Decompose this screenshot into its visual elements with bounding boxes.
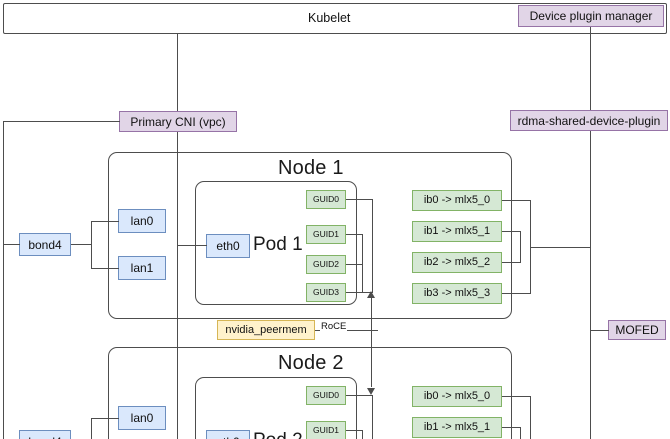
line-ib1-out [502, 231, 521, 233]
line-rdma-plugin-spine [590, 131, 592, 439]
node-1-ib2-chip[interactable]: ib2 -> mlx5_2 [412, 252, 502, 273]
primary-cni-chip[interactable]: Primary CNI (vpc) [119, 111, 237, 132]
line-ib0-out [502, 200, 531, 202]
line-guid3-out [346, 292, 373, 294]
line-node2-guid-bus-inner [362, 430, 364, 439]
line-fork-to-lan1 [91, 268, 119, 270]
pod-1-container [195, 181, 357, 305]
node-2-ib0-chip[interactable]: ib0 -> mlx5_0 [412, 386, 502, 407]
line-bond4-to-lanfork [71, 244, 92, 246]
line-leftbus-to-bond4 [3, 244, 20, 246]
pod-2-container [195, 377, 357, 439]
rdma-shared-device-plugin-chip[interactable]: rdma-shared-device-plugin [510, 110, 668, 131]
node-2-lan0-chip[interactable]: lan0 [118, 406, 166, 430]
line-node2-guid1-out [346, 430, 363, 432]
line-ibbus-to-spine [530, 247, 591, 249]
line-guid0-out [346, 199, 373, 201]
device-plugin-manager-chip[interactable]: Device plugin manager [518, 5, 664, 27]
line-guid-bus-outer [372, 199, 374, 292]
line-node2-ib-bus-outer [530, 396, 532, 439]
line-node2-ib0-out [502, 396, 531, 398]
line-guid-bus-inner [362, 234, 364, 292]
arrow-down-icon [367, 388, 375, 395]
kubelet-label: Kubelet [308, 11, 351, 25]
line-ib2-out [502, 262, 521, 264]
pod-2-eth0-chip[interactable]: eth0 [206, 430, 250, 439]
node-2-ib1-chip[interactable]: ib1 -> mlx5_1 [412, 417, 502, 438]
pod-2-title: Pod 2 [253, 430, 303, 439]
line-spine-to-mofed [590, 330, 609, 332]
line-left-bus [3, 121, 5, 439]
pod-1-title: Pod 1 [253, 234, 303, 255]
node-2-guid1-chip[interactable]: GUID1 [306, 421, 346, 439]
line-node2-ib1-out [502, 427, 521, 429]
line-ib3-out [502, 293, 531, 295]
line-fork-to-lan0-bottom [91, 418, 119, 420]
node-1-guid2-chip[interactable]: GUID2 [306, 255, 346, 274]
node-2-guid0-chip[interactable]: GUID0 [306, 386, 346, 405]
line-lan-fork-vert [91, 221, 93, 268]
node-1-title: Node 1 [278, 157, 344, 179]
nvidia-peermem-chip[interactable]: nvidia_peermem [217, 320, 315, 340]
node-1-guid3-chip[interactable]: GUID3 [306, 283, 346, 302]
line-node2-ib-bus-inner [520, 427, 522, 439]
line-cni-spine [177, 132, 179, 439]
line-guid1-out [346, 234, 363, 236]
roce-edge-label: RoCE [320, 321, 348, 332]
line-spine-to-eth0 [177, 245, 207, 247]
arrow-up-icon [367, 291, 375, 298]
line-node2-guid-bus-outer [372, 395, 374, 439]
mofed-chip[interactable]: MOFED [608, 320, 666, 340]
line-node2-to-node1-guid [371, 297, 373, 387]
node-1-container [108, 152, 512, 319]
line-node2-guid0-out [346, 395, 373, 397]
node-1-guid0-chip[interactable]: GUID0 [306, 190, 346, 209]
pod-1-eth0-chip[interactable]: eth0 [206, 234, 250, 258]
node-2-title: Node 2 [278, 352, 344, 374]
node-2-container [108, 347, 512, 439]
bond4-chip[interactable]: bond4 [19, 233, 71, 256]
node-1-lan0-chip[interactable]: lan0 [118, 209, 166, 233]
line-fork-to-lan0 [91, 221, 119, 223]
node-1-lan1-chip[interactable]: lan1 [118, 256, 166, 280]
node-1-ib1-chip[interactable]: ib1 -> mlx5_1 [412, 221, 502, 242]
line-cni-left [3, 121, 120, 123]
line-lan-fork-vert-bottom [91, 418, 93, 439]
line-ib-bus-outer [530, 200, 532, 293]
line-guid2-out [346, 264, 363, 266]
line-ib-bus-inner [520, 231, 522, 262]
node-1-ib0-chip[interactable]: ib0 -> mlx5_0 [412, 190, 502, 211]
bond4-chip-bottom[interactable]: bond4 [19, 430, 71, 439]
node-1-ib3-chip[interactable]: ib3 -> mlx5_3 [412, 283, 502, 304]
line-dpm-to-rdma-plugin [590, 27, 592, 110]
node-1-guid1-chip[interactable]: GUID1 [306, 225, 346, 244]
line-kubelet-to-cni [177, 34, 179, 114]
